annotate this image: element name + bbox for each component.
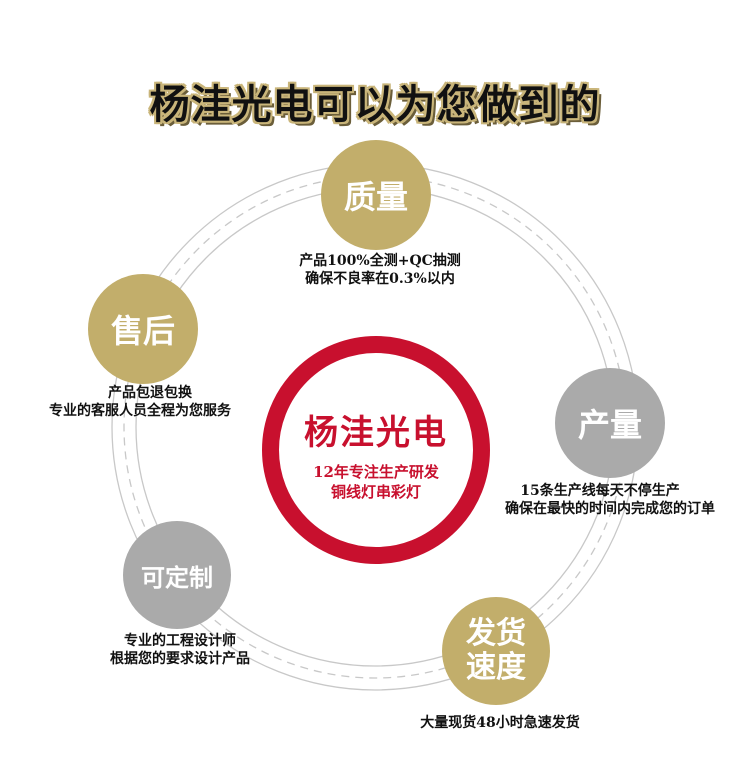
node-output: 产量 xyxy=(555,368,665,478)
page-title: 杨洼光电可以为您做到的 xyxy=(149,82,601,128)
desc-aftersales: 产品包退包换 专业的客服人员全程为您服务 xyxy=(20,384,260,420)
desc-output-line1: 15条生产线每天不停生产 xyxy=(520,483,680,499)
node-custom-label: 可定制 xyxy=(141,563,213,592)
node-aftersales: 售后 xyxy=(88,274,198,384)
node-shipping: 发货 速度 xyxy=(442,597,550,705)
desc-quality: 产品100%全测+QC抽测 确保不良率在0.3%以内 xyxy=(270,252,490,288)
desc-aftersales-line2: 专业的客服人员全程为您服务 xyxy=(49,403,231,419)
node-shipping-label-2: 速度 xyxy=(466,650,526,685)
node-custom: 可定制 xyxy=(123,521,231,629)
desc-shipping: 大量现货48小时急速发货 xyxy=(400,714,600,732)
node-quality-label: 质量 xyxy=(343,178,408,216)
node-quality: 质量 xyxy=(321,140,431,250)
desc-aftersales-line1: 产品包退包换 xyxy=(108,385,192,401)
desc-custom-line2: 根据您的要求设计产品 xyxy=(110,651,250,667)
desc-custom: 专业的工程设计师 根据您的要求设计产品 xyxy=(95,632,265,668)
center-brand-name: 杨洼光电 xyxy=(304,413,448,453)
center-brand-circle: 杨洼光电 12年专注生产研发 铜线灯串彩灯 xyxy=(262,336,490,564)
desc-output: 15条生产线每天不停生产 确保在最快的时间内完成您的订单 xyxy=(475,482,745,518)
node-aftersales-label: 售后 xyxy=(110,312,175,350)
node-shipping-label-1: 发货 xyxy=(466,616,526,651)
center-subtitle-2: 铜线灯串彩灯 xyxy=(330,483,421,501)
desc-output-line2: 确保在最快的时间内完成您的订单 xyxy=(505,501,715,517)
desc-quality-line2: 确保不良率在0.3%以内 xyxy=(305,271,455,287)
node-output-label: 产量 xyxy=(577,406,642,444)
desc-quality-line1: 产品100%全测+QC抽测 xyxy=(299,253,461,269)
desc-shipping-line1: 大量现货48小时急速发货 xyxy=(420,715,580,731)
center-subtitle-1: 12年专注生产研发 xyxy=(313,463,439,481)
desc-custom-line1: 专业的工程设计师 xyxy=(124,633,236,649)
